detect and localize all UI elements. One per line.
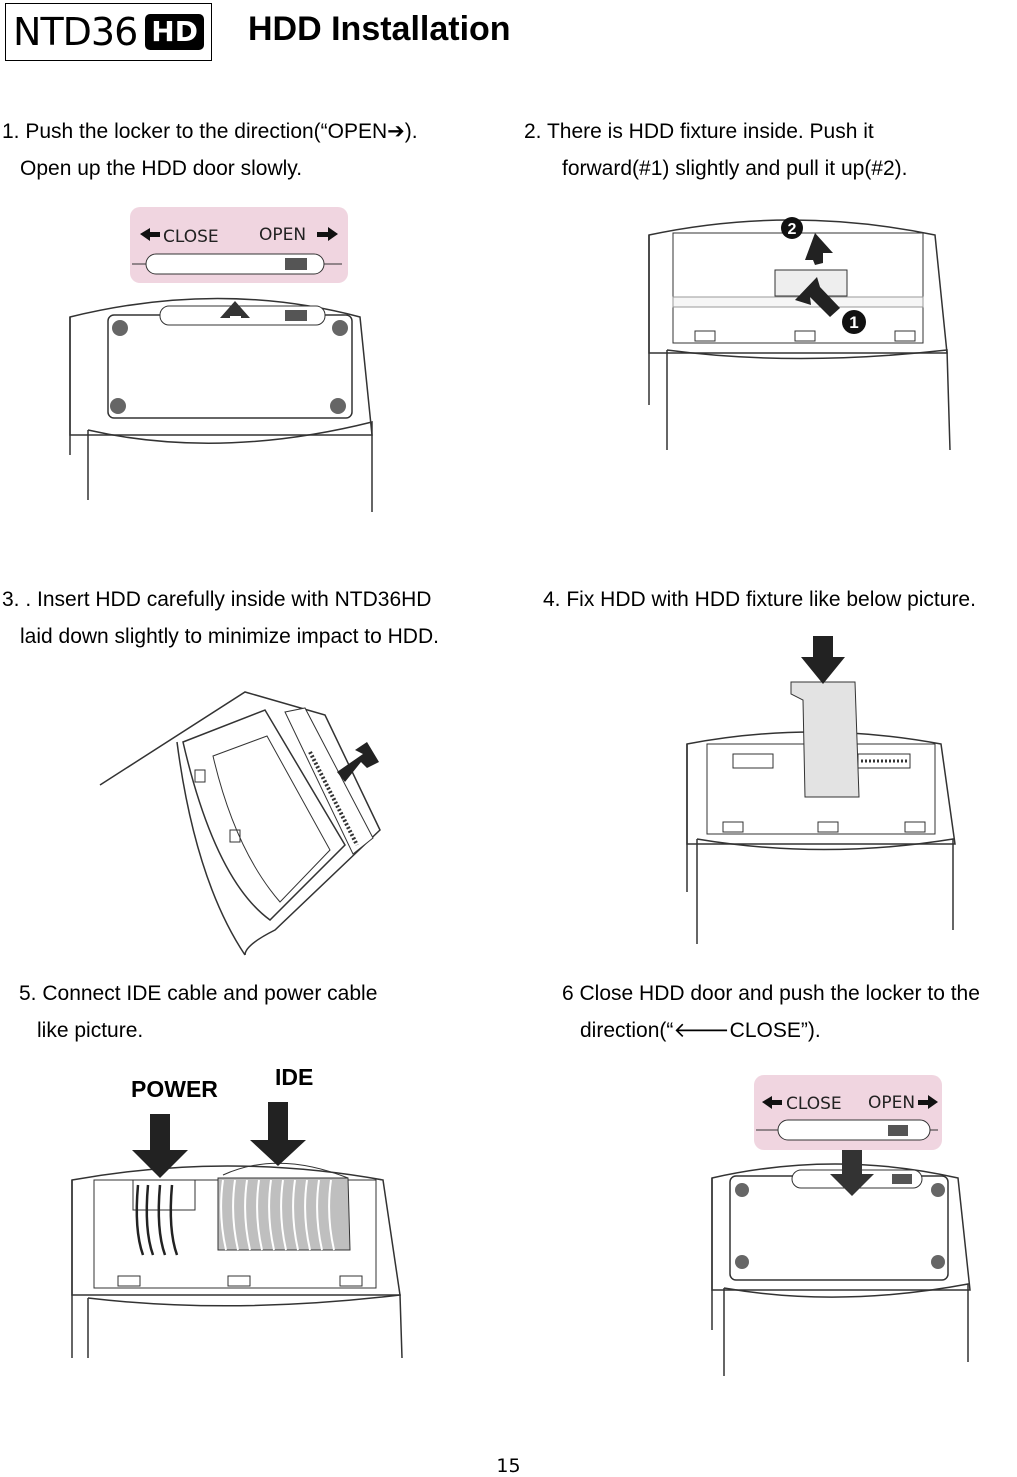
logo-badge: HD bbox=[145, 14, 204, 50]
brand-logo: NTD36 HD bbox=[5, 3, 212, 61]
step-6-line1: 6 Close HDD door and push the locker to … bbox=[562, 982, 980, 1005]
step-1-text: 1. Push the locker to the direction(“OPE… bbox=[2, 113, 418, 187]
step-2-line1: 2. There is HDD fixture inside. Push it bbox=[524, 120, 874, 143]
switch-close-label-2: CLOSE bbox=[786, 1094, 842, 1114]
step-3-line1: 3. . Insert HDD carefully inside with NT… bbox=[2, 588, 432, 611]
callout-number-1: 1 bbox=[849, 313, 858, 332]
figure-step-4 bbox=[683, 632, 958, 947]
step-4-text: 4. Fix HDD with HDD fixture like below p… bbox=[543, 581, 976, 618]
step-5-text: 5. Connect IDE cable and power cable lik… bbox=[19, 975, 377, 1049]
step-1-line1: 1. Push the locker to the direction(“OPE… bbox=[2, 120, 418, 143]
step-3-line2: laid down slightly to minimize impact to… bbox=[20, 625, 439, 648]
step-6-text: 6 Close HDD door and push the locker to … bbox=[562, 975, 980, 1049]
step-2-line2: forward(#1) slightly and pull it up(#2). bbox=[562, 157, 908, 180]
power-label: POWER bbox=[131, 1076, 218, 1102]
figure-step-3 bbox=[95, 680, 395, 960]
switch-open-label-2: OPEN bbox=[868, 1093, 915, 1113]
step-1-line2: Open up the HDD door slowly. bbox=[20, 157, 303, 180]
step-6-line2: direction(“🡐CLOSE”). bbox=[580, 1019, 821, 1042]
callout-badge-2 bbox=[781, 217, 803, 239]
callout-number-2: 2 bbox=[788, 221, 797, 238]
callout-badge-1 bbox=[842, 310, 866, 334]
ide-label: IDE bbox=[275, 1064, 314, 1090]
step-5-line2: like picture. bbox=[37, 1019, 144, 1042]
figure-step-5 bbox=[68, 1100, 408, 1362]
figure-step-2: 1 2 bbox=[645, 205, 955, 455]
step-3-text: 3. . Insert HDD carefully inside with NT… bbox=[2, 581, 439, 655]
page-title: HDD Installation bbox=[248, 10, 511, 48]
logo-text: NTD36 bbox=[13, 10, 138, 54]
switch-open-label: OPEN bbox=[259, 225, 306, 245]
switch-close-label: CLOSE bbox=[163, 227, 219, 247]
page-number: 15 bbox=[496, 1455, 521, 1477]
step-2-text: 2. There is HDD fixture inside. Push it … bbox=[524, 113, 1004, 187]
figure-step-1: CLOSE OPEN bbox=[60, 200, 390, 520]
figure-step-6: CLOSE OPEN bbox=[700, 1070, 975, 1382]
step-4-line1: 4. Fix HDD with HDD fixture like below p… bbox=[543, 588, 976, 611]
step-5-line1: 5. Connect IDE cable and power cable bbox=[19, 982, 378, 1005]
